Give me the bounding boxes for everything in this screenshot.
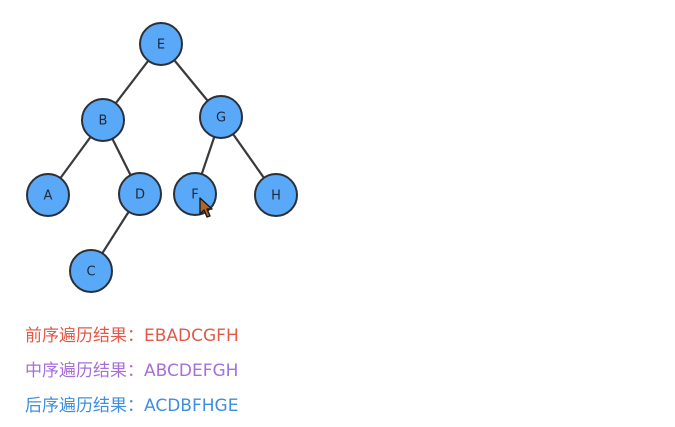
node-label: E (157, 38, 165, 53)
postorder-result: 后序遍历结果：ACDBFHGE (25, 392, 239, 427)
tree-node-d: D (118, 172, 162, 216)
tree-node-h: H (254, 173, 298, 217)
node-circle (139, 22, 183, 66)
tree-node-e: E (139, 22, 183, 66)
inorder-label: 中序遍历结果： (25, 361, 144, 381)
tree-node-c: C (69, 249, 113, 293)
node-circle (26, 173, 70, 217)
node-label: B (99, 114, 108, 129)
node-label: A (44, 189, 53, 204)
traversal-results: 前序遍历结果：EBADCGFH 中序遍历结果：ABCDEFGH 后序遍历结果：A… (25, 322, 239, 427)
inorder-result: 中序遍历结果：ABCDEFGH (25, 357, 239, 392)
tree-nodes: E B G A D F H C (26, 22, 298, 293)
inorder-value: ABCDEFGH (144, 361, 239, 381)
preorder-value: EBADCGFH (144, 326, 239, 346)
node-label: F (191, 188, 198, 203)
node-label: C (86, 265, 95, 280)
node-circle (199, 95, 243, 139)
node-label: G (216, 111, 226, 126)
node-circle (118, 172, 162, 216)
tree-node-g: G (199, 95, 243, 139)
tree-node-b: B (81, 98, 125, 142)
node-circle (81, 98, 125, 142)
binary-tree-diagram: E B G A D F H C (26, 22, 298, 293)
node-circle (69, 249, 113, 293)
node-label: D (135, 188, 145, 203)
tree-node-a: A (26, 173, 70, 217)
preorder-result: 前序遍历结果：EBADCGFH (25, 322, 239, 357)
postorder-label: 后序遍历结果： (25, 396, 144, 416)
preorder-label: 前序遍历结果： (25, 326, 144, 346)
postorder-value: ACDBFHGE (144, 396, 239, 416)
node-label: H (271, 189, 281, 204)
node-circle (254, 173, 298, 217)
tree-edges (47, 43, 277, 272)
mouse-pointer-icon (199, 197, 213, 218)
